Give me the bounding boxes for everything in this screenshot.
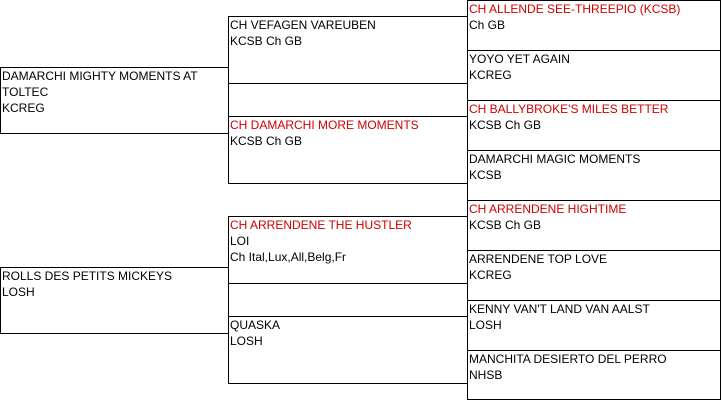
ggp-registry-4: KCSB [469, 168, 502, 182]
sire-sire-name[interactable]: CH VEFAGEN VAREUBEN [230, 18, 376, 32]
dam-sire-spacer [228, 283, 468, 317]
dam-sire-registry: LOI [230, 234, 250, 248]
sire-sire-registry: KCSB Ch GB [230, 34, 303, 48]
sire-sire-cell[interactable]: CH VEFAGEN VAREUBEN KCSB Ch GB [228, 16, 468, 84]
sire-cell[interactable]: DAMARCHI MIGHTY MOMENTS AT TOLTEC KCREG [0, 67, 229, 134]
ggp-name-8[interactable]: MANCHITA DESIERTO DEL PERRO [469, 352, 667, 366]
ggp-name-7[interactable]: KENNY VAN'T LAND VAN AALST [469, 302, 650, 316]
dam-sire-titles: Ch Ital,Lux,All,Belg,Fr [230, 250, 347, 264]
ggp-name-3[interactable]: CH BALLYBROKE'S MILES BETTER [469, 102, 669, 116]
ggp-registry-7: LOSH [469, 318, 502, 332]
ggp-cell-7[interactable]: KENNY VAN'T LAND VAN AALST LOSH [467, 300, 721, 351]
dam-dam-name[interactable]: QUASKA [230, 318, 281, 332]
ggp-cell-8[interactable]: MANCHITA DESIERTO DEL PERRO NHSB [467, 350, 721, 400]
sire-sire-spacer [228, 83, 468, 117]
ggp-registry-8: NHSB [469, 368, 503, 382]
dam-sire-cell[interactable]: CH ARRENDENE THE HUSTLER LOI Ch Ital,Lux… [228, 216, 468, 284]
ggp-name-1[interactable]: CH ALLENDE SEE-THREEPIO (KCSB) [469, 2, 681, 16]
dam-sire-name[interactable]: CH ARRENDENE THE HUSTLER [230, 218, 412, 232]
ggp-cell-2[interactable]: YOYO YET AGAIN KCREG [467, 50, 721, 101]
dam-dam-registry: LOSH [230, 334, 263, 348]
ggp-cell-6[interactable]: ARRENDENE TOP LOVE KCREG [467, 250, 721, 301]
ggp-cell-3[interactable]: CH BALLYBROKE'S MILES BETTER KCSB Ch GB [467, 100, 721, 151]
ggp-registry-1: Ch GB [469, 18, 506, 32]
sire-dam-registry: KCSB Ch GB [230, 134, 303, 148]
ggp-name-2[interactable]: YOYO YET AGAIN [469, 52, 570, 66]
dam-registry: LOSH [2, 285, 35, 299]
sire-name[interactable]: DAMARCHI MIGHTY MOMENTS AT TOLTEC [2, 69, 201, 99]
dam-name[interactable]: ROLLS DES PETITS MICKEYS [2, 269, 173, 283]
ggp-cell-1[interactable]: CH ALLENDE SEE-THREEPIO (KCSB) Ch GB [467, 0, 721, 51]
ggp-registry-3: KCSB Ch GB [469, 118, 542, 132]
sire-dam-cell[interactable]: CH DAMARCHI MORE MOMENTS KCSB Ch GB [228, 116, 468, 184]
ggp-name-5[interactable]: CH ARRENDENE HIGHTIME [469, 202, 627, 216]
dam-cell[interactable]: ROLLS DES PETITS MICKEYS LOSH [0, 267, 229, 334]
ggp-cell-5[interactable]: CH ARRENDENE HIGHTIME KCSB Ch GB [467, 200, 721, 251]
ggp-cell-4[interactable]: DAMARCHI MAGIC MOMENTS KCSB [467, 150, 721, 201]
sire-dam-name[interactable]: CH DAMARCHI MORE MOMENTS [230, 118, 419, 132]
ggp-name-4[interactable]: DAMARCHI MAGIC MOMENTS [469, 152, 641, 166]
dam-dam-cell[interactable]: QUASKA LOSH [228, 316, 468, 384]
ggp-registry-5: KCSB Ch GB [469, 218, 542, 232]
ggp-registry-2: KCREG [469, 68, 512, 82]
sire-registry: KCREG [2, 101, 45, 115]
ggp-name-6[interactable]: ARRENDENE TOP LOVE [469, 252, 608, 266]
ggp-registry-6: KCREG [469, 268, 512, 282]
